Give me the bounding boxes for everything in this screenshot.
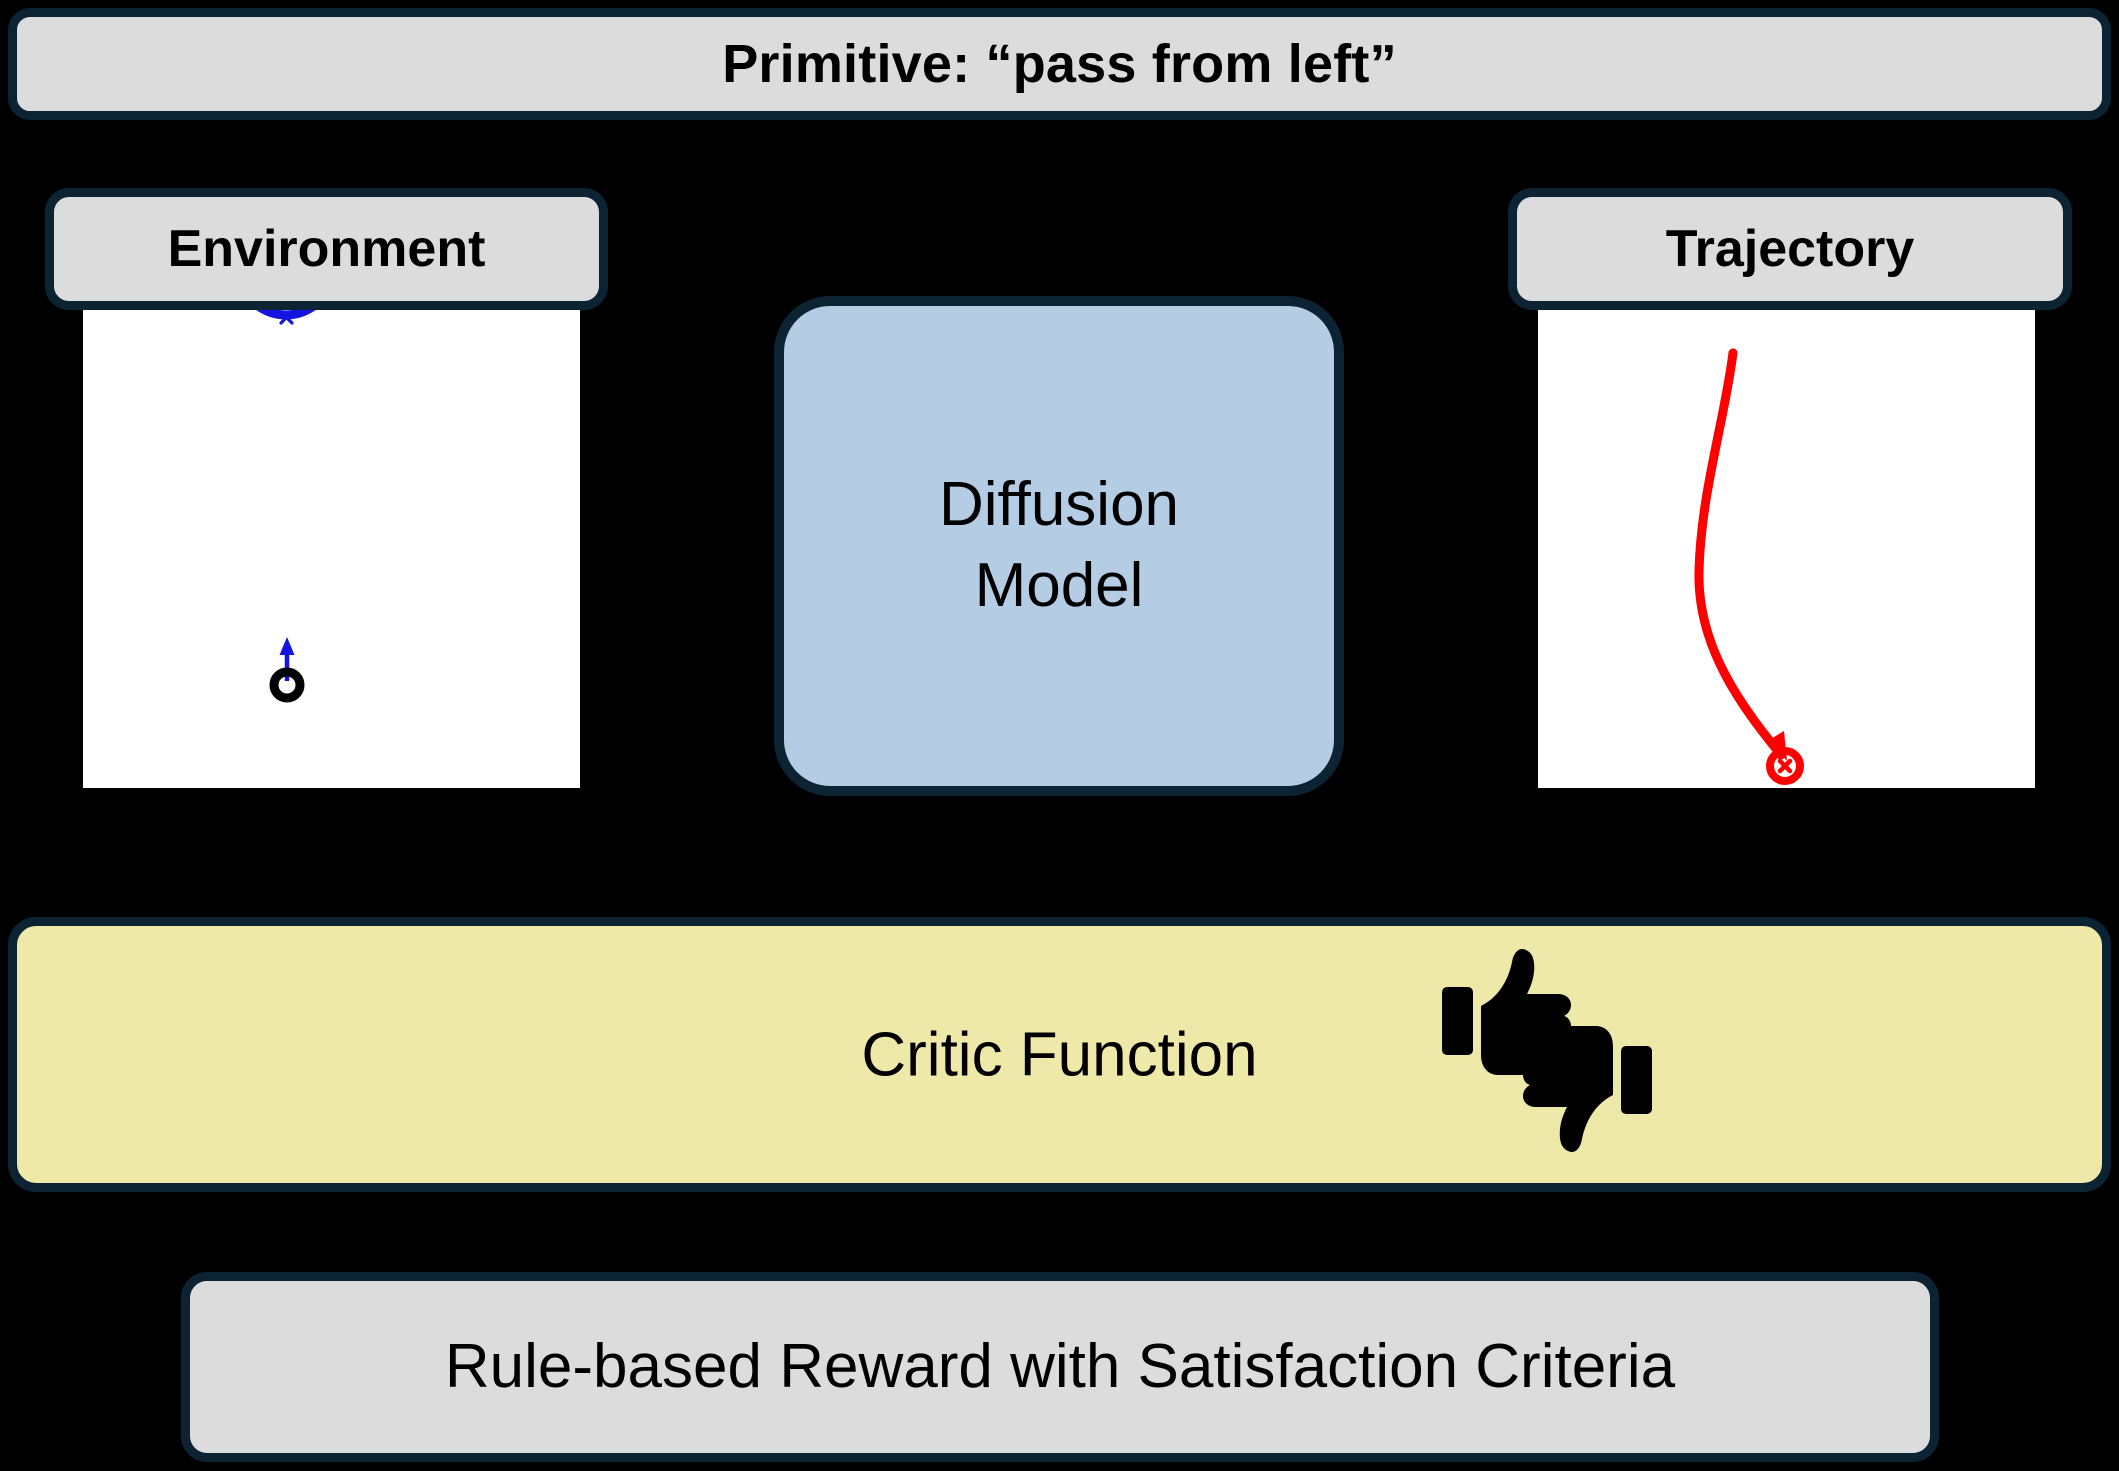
trajectory-plot [1694,348,1804,785]
primitive-title-banner: Primitive: “pass from left” [8,8,2111,120]
goal-x-icon [279,310,294,325]
environment-canvas [83,303,580,788]
critic-function-label: Critic Function [861,1019,1258,1089]
diffusion-model-label-line1: Diffusion [938,470,1180,540]
critic-function-bar: Critic Function [8,917,2111,1192]
trajectory-end-circle-icon [1766,747,1804,785]
thumbs-icon-group [1442,949,1652,1152]
reward-label: Rule-based Reward with Satisfaction Crit… [444,1332,1676,1402]
trajectory-end-x-icon [1777,758,1793,774]
diffusion-model-label-line2: Model [974,551,1144,620]
diffusion-model-box: Diffusion Model [774,296,1344,796]
trajectory-canvas [1538,303,2035,788]
thumbs-down-icon [1523,1026,1652,1152]
trajectory-label: Trajectory [1665,219,1915,278]
rule-based-reward-bar: Rule-based Reward with Satisfaction Crit… [181,1272,1939,1462]
environment-header: Environment [45,188,608,310]
critic-feedback-icons [1442,948,1652,1153]
environment-label: Environment [167,219,486,278]
environment-scene [248,303,324,703]
agent-circle-icon [269,667,305,703]
trajectory-path [1694,348,1786,760]
page-title: Primitive: “pass from left” [722,33,1397,94]
trajectory-header: Trajectory [1508,188,2072,310]
